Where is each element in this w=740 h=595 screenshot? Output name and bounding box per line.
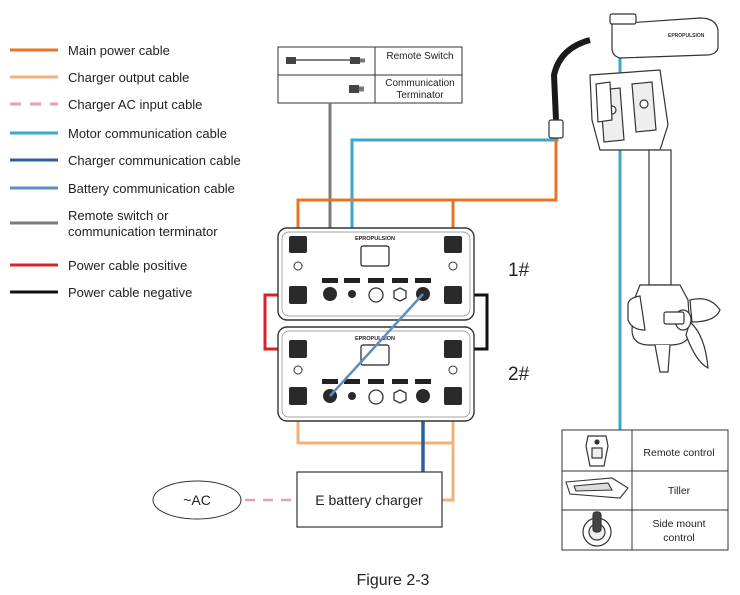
battery-2-comm-port	[348, 392, 356, 400]
battery-1-remote-port	[323, 287, 337, 301]
side-mount-label-1: Side mount	[652, 518, 705, 530]
terminator-icon	[349, 85, 364, 93]
legend-label-charger-output: Charger output cable	[68, 70, 189, 85]
side-mount-control-icon	[582, 511, 612, 547]
legend: Main power cable Charger output cable Ch…	[10, 43, 241, 300]
tiller-icon	[565, 477, 629, 499]
battery-2-valve	[393, 389, 407, 404]
battery-2-brand: EPROPULSION	[355, 336, 395, 342]
legend-label-power-negative: Power cable negative	[68, 285, 192, 300]
motor-cable-connector	[548, 119, 564, 139]
tiller-label: Tiller	[668, 485, 691, 497]
motor-cable	[550, 37, 591, 121]
ac-source-label: ~AC	[183, 492, 211, 508]
legend-label-charger-ac: Charger AC input cable	[68, 97, 202, 112]
remote-control-label: Remote control	[643, 447, 714, 459]
battery-1-brand: EPROPULSION	[355, 236, 395, 242]
legend-label-remote-switch: Remote switch or	[68, 208, 169, 223]
motor-brand: EPROPULSION	[668, 33, 705, 39]
battery-1-terminal-bl	[289, 286, 307, 304]
battery-1: EPROPULSION	[277, 227, 475, 321]
motor-top-cover	[611, 17, 719, 59]
remote-switch-cable-icon	[286, 57, 365, 64]
battery-2-terminal-br	[444, 387, 462, 405]
charger: E battery charger	[296, 471, 443, 528]
terminator-label-1: Communication	[385, 78, 454, 89]
remote-control-icon	[585, 435, 609, 467]
legend-label-power-positive: Power cable positive	[68, 258, 187, 273]
legend-label-battery-comm: Battery communication cable	[68, 181, 235, 196]
battery-1-terminal-br	[444, 286, 462, 304]
battery-2-terminal-tr	[444, 340, 462, 358]
main-power-cable	[296, 140, 558, 243]
battery-1-display	[360, 245, 390, 267]
battery-1-button	[368, 287, 384, 303]
legend-label-motor-comm: Motor communication cable	[68, 126, 227, 141]
battery-2-label: 2#	[508, 364, 530, 385]
outboard-motor: EPROPULSION	[589, 13, 721, 373]
ac-source: ~AC	[152, 480, 242, 520]
battery-2: EPROPULSION	[277, 326, 475, 422]
battery-1-valve	[393, 287, 407, 302]
battery-1-terminal-tl	[289, 236, 307, 253]
battery-1-label: 1#	[508, 260, 530, 281]
charger-output-cable	[442, 443, 455, 502]
charger-label: E battery charger	[315, 492, 423, 508]
battery-1-terminal-tr	[444, 236, 462, 253]
battery-2-button	[368, 389, 384, 405]
terminator-label-2: Terminator	[396, 90, 444, 101]
remote-switch-label: Remote Switch	[386, 51, 453, 62]
motor-shaft	[648, 149, 672, 286]
legend-label-charger-comm: Charger communication cable	[68, 153, 241, 168]
battery-2-terminal-tl	[289, 340, 307, 358]
control-options: Remote control Tiller Side mount control	[561, 429, 729, 551]
figure-caption: Figure 2-3	[357, 572, 430, 589]
battery-2-terminal-bl	[289, 387, 307, 405]
legend-label-main-power: Main power cable	[68, 43, 170, 58]
legend-label-remote-switch-2: communication terminator	[68, 224, 218, 239]
motor-propeller-blade-bottom	[685, 320, 709, 370]
battery-1-comm-port	[348, 290, 356, 298]
accessory-box: Remote Switch Communication Terminator	[277, 46, 463, 104]
side-mount-label-2: control	[663, 532, 695, 544]
motor-propeller-blade-top	[689, 298, 721, 323]
battery-comm-cable	[329, 293, 424, 397]
battery-2-charge-port	[416, 389, 430, 403]
